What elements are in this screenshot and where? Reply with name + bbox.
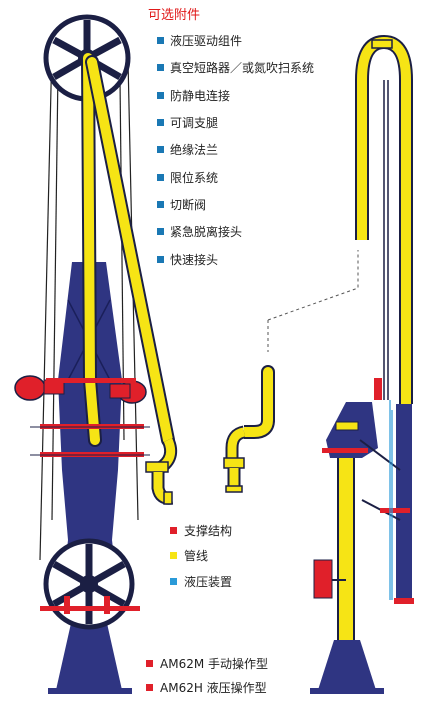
- option-quick-connector: 快速接头: [170, 253, 219, 267]
- hydraulic-lines: [389, 400, 393, 600]
- legend-hydraulic-unit: 液压装置: [184, 575, 233, 589]
- right-loading-arm: [310, 34, 414, 694]
- option-limit-system: 限位系统: [170, 171, 219, 185]
- option-insulating-flange: 绝缘法兰: [170, 143, 219, 157]
- option-hydraulic-drive: 液压驱动组件: [170, 34, 243, 48]
- option-vacuum-breaker: 真空短路器／或氮吹扫系统: [170, 61, 315, 75]
- lower-sheave-wheel: [43, 538, 135, 630]
- tower-crossbars: [30, 378, 150, 611]
- model-swatches: [146, 660, 153, 691]
- option-breakaway-coupling: 紧急脱离接头: [170, 225, 243, 239]
- detached-pipe-sections: [223, 250, 359, 493]
- right-supports: [322, 378, 414, 604]
- top-swivel: [371, 39, 393, 49]
- legend-swatches: [170, 527, 177, 585]
- left-loading-arm: [14, 14, 178, 694]
- model-am62m: AM62M 手动操作型: [160, 657, 269, 671]
- option-anti-static: 防静电连接: [170, 89, 231, 103]
- hydraulic-box: [313, 559, 333, 599]
- right-base-pedestal: [318, 640, 376, 690]
- swivel-joint-assembly: [145, 437, 178, 505]
- legend-support-structure: 支撑结构: [184, 524, 233, 538]
- base-plate: [48, 688, 132, 694]
- option-shutoff-valve: 切断阀: [170, 198, 207, 212]
- option-adjustable-leg: 可调支腿: [170, 116, 219, 130]
- base-flanges: [64, 596, 110, 614]
- mast-column: [396, 404, 412, 604]
- legend-pipeline: 管线: [184, 549, 209, 563]
- option-bullets: [157, 37, 164, 263]
- options-title: 可选附件: [148, 8, 201, 23]
- model-am62h: AM62H 液压操作型: [160, 681, 267, 695]
- base-pedestal: [56, 610, 122, 690]
